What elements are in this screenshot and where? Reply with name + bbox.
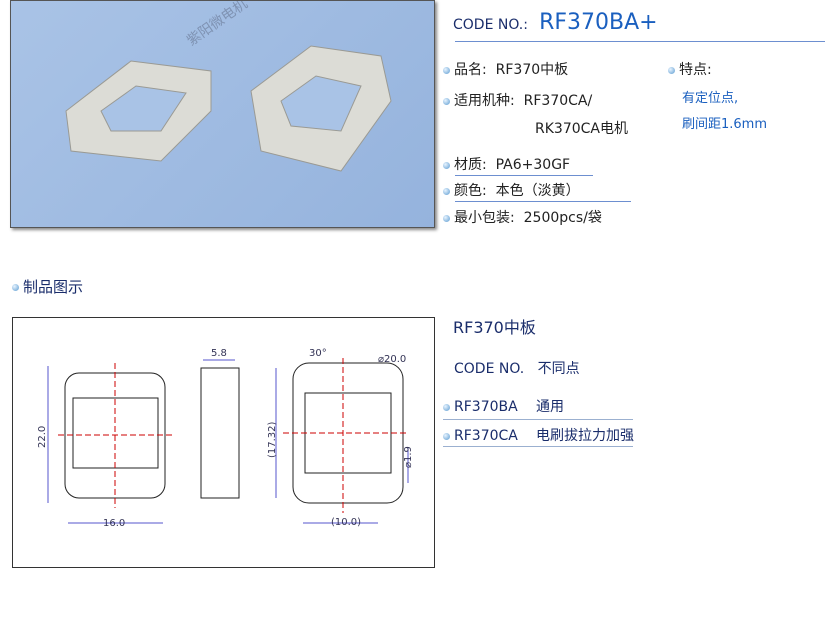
feature-line: 有定位点, (682, 91, 739, 106)
spec-models: 适用机种: RF370CA/ (443, 90, 592, 110)
dim-label: 16.0 (103, 518, 125, 529)
section-title: 制品图示 (12, 276, 83, 297)
dim-label: (10.0) (331, 517, 361, 528)
divider (443, 419, 633, 420)
code-header: CODE NO.: RF370BA+ (453, 10, 658, 35)
compare-title: RF370中板 (453, 318, 536, 337)
feature-line: 刷间距1.6mm (682, 117, 768, 132)
bullet-icon (443, 187, 450, 195)
bullet-icon (443, 214, 450, 222)
dim-label: 5.8 (211, 348, 227, 359)
dim-label: ⌀20.0 (378, 354, 406, 365)
spec-name: 品名: RF370中板 (443, 59, 568, 79)
product-photo: 紫阳微电机 (10, 0, 435, 228)
spec-packing: 最小包装: 2500pcs/袋 (443, 207, 602, 227)
divider (443, 446, 633, 447)
watermark: 紫阳微电机 (184, 1, 251, 49)
bullet-icon (443, 403, 450, 411)
spec-models-2: RK370CA电机 (535, 121, 628, 137)
divider (455, 175, 593, 176)
bullet-icon (668, 66, 675, 74)
divider (455, 201, 631, 202)
product-render: 紫阳微电机 (65, 1, 392, 172)
spec-material: 材质: PA6+30GF (443, 154, 570, 174)
code-label: CODE NO.: (453, 17, 528, 33)
dim-label: (17.32) (267, 421, 278, 458)
bullet-icon (443, 161, 450, 169)
spec-color: 颜色: 本色（淡黄） (443, 180, 580, 200)
bullet-icon (443, 97, 450, 105)
dim-label: 30° (309, 348, 327, 359)
features-label: 特点: (668, 59, 712, 79)
dim-label: 22.0 (37, 426, 48, 448)
dim-label: ⌀1.9 (403, 446, 414, 468)
divider (455, 41, 825, 42)
compare-header: CODE NO. 不同点 (454, 361, 580, 377)
bullet-icon (12, 284, 19, 291)
technical-drawing: 5.8 30° ⌀20.0 22.0 (17.32) ⌀1.9 16.0 (10… (12, 317, 435, 568)
bullet-icon (443, 66, 450, 74)
bullet-icon (443, 432, 450, 440)
code-value: RF370BA+ (539, 10, 658, 35)
